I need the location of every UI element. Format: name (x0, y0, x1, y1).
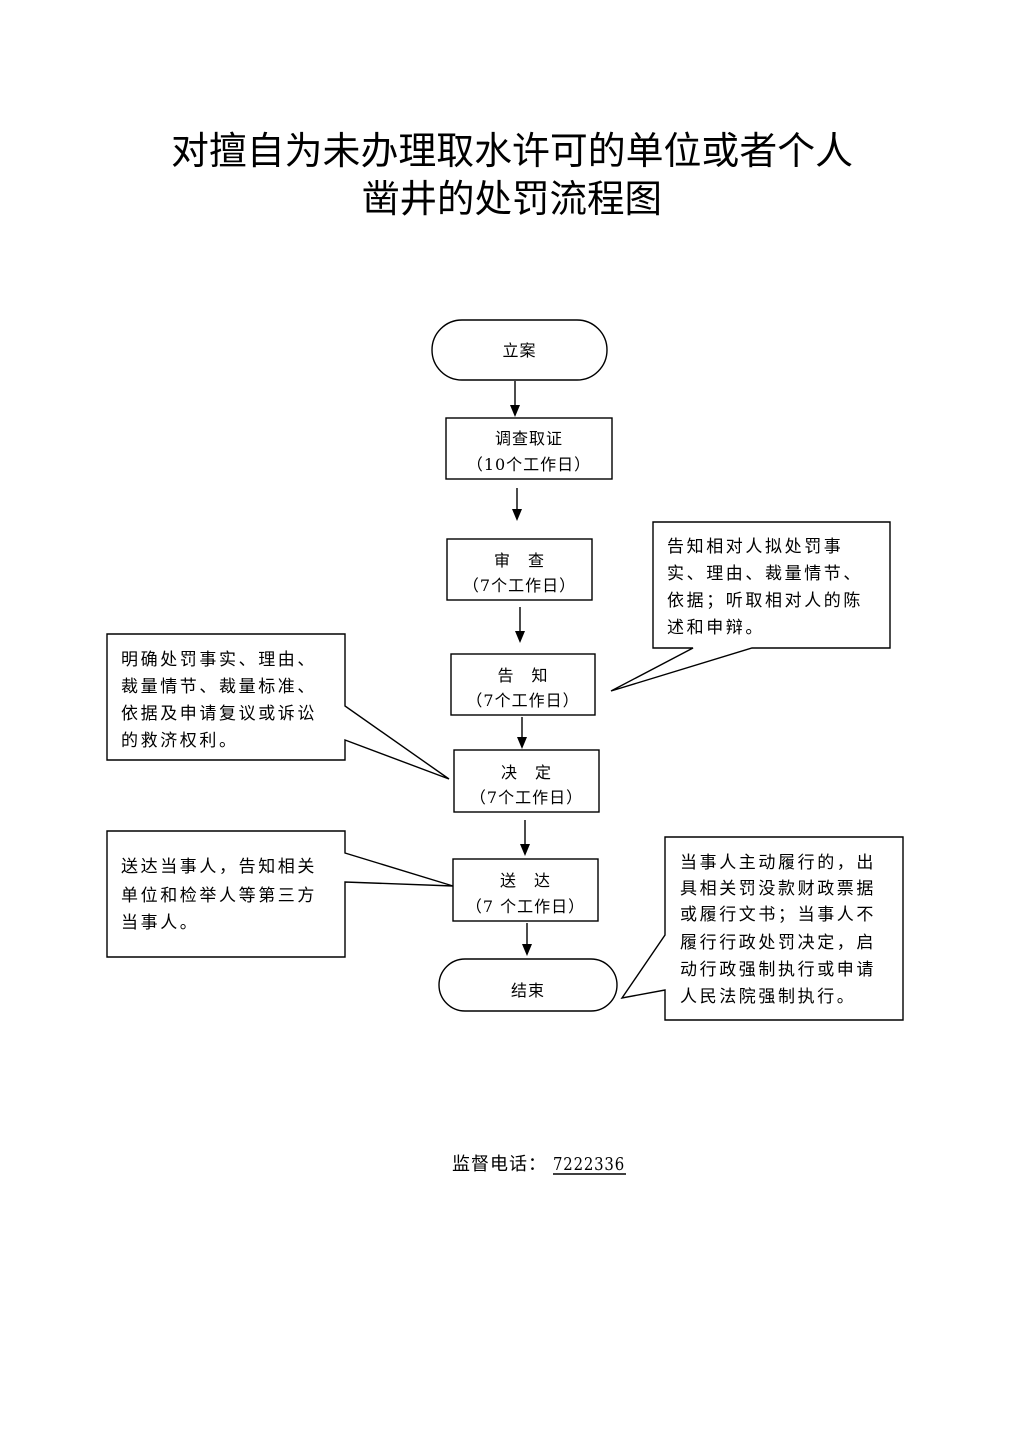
arrowhead (510, 405, 520, 417)
hotline-label: 监督电话： (452, 1154, 547, 1175)
callout-delivery-line: 送达当事人，告知相关 (121, 857, 317, 877)
callout-notify-line: 述和申辩。 (667, 618, 765, 638)
callout-delivery-shape (106, 830, 454, 958)
end-node-label: 结束 (511, 981, 545, 1000)
callout-decision-line: 明确处罚事实、理由、 (121, 650, 317, 670)
callout-end-line: 具相关罚没款财政票据 (680, 879, 876, 899)
step-decision-box (453, 749, 600, 813)
arrow-delivery-to-end (522, 923, 532, 956)
step-decision: 决 定 （7个工作日） (453, 749, 600, 813)
start-node-label: 立案 (502, 341, 536, 360)
arrow-notify-to-decision (517, 717, 527, 749)
title-line-1: 对擅自为未办理取水许可的单位或者个人 (171, 129, 853, 173)
step-delivery-box (452, 858, 599, 922)
step-review: 审 查 （7个工作日） (446, 538, 593, 601)
arrowhead (512, 509, 522, 521)
callout-notify-step: 告知相对人拟处罚事 实、理由、裁量情节、 依据；听取相对人的陈 述和申辩。 (610, 521, 891, 692)
callout-decision-line: 依据及申请复议或诉讼 (121, 704, 317, 724)
step-review-time: （7个工作日） (463, 576, 576, 595)
callout-decision-step: 明确处罚事实、理由、 裁量情节、裁量标准、 依据及申请复议或诉讼 的救济权利。 (106, 633, 450, 780)
callout-end-step: 当事人主动履行的，出 具相关罚没款财政票据 或履行文书；当事人不 履行行政处罚决… (620, 836, 904, 1021)
callout-delivery-line: 当事人。 (121, 913, 199, 933)
step-investigation-label: 调查取证 (495, 429, 563, 448)
callout-notify-line: 实、理由、裁量情节、 (667, 564, 863, 584)
callout-decision-shape (106, 633, 450, 780)
step-notify-label: 告 知 (497, 666, 548, 685)
end-node-shape (438, 958, 618, 1012)
supervision-hotline: 监督电话： 7222336 (452, 1154, 626, 1175)
callout-decision-line: 裁量情节、裁量标准、 (121, 677, 317, 697)
step-delivery: 送 达 （7 个工作日） (452, 858, 599, 922)
callout-delivery-line: 单位和检举人等第三方 (121, 886, 317, 906)
step-decision-label: 决 定 (501, 763, 552, 782)
step-review-label: 审 查 (494, 551, 545, 570)
callout-end-shape (620, 836, 904, 1021)
step-investigation: 调查取证 （10个工作日） (445, 417, 613, 480)
step-notify: 告 知 （7个工作日） (450, 653, 596, 716)
callout-notify-line: 告知相对人拟处罚事 (667, 537, 843, 557)
callout-end-line: 当事人主动履行的，出 (680, 853, 876, 873)
arrow-investigation-to-review (512, 488, 522, 521)
callout-end-line: 或履行文书；当事人不 (680, 905, 876, 925)
arrowhead (515, 631, 525, 643)
start-node-shape (431, 319, 608, 381)
arrowhead (520, 844, 530, 856)
step-investigation-time: （10个工作日） (467, 455, 591, 474)
step-notify-time: （7个工作日） (466, 691, 579, 710)
arrow-review-to-notify (515, 607, 525, 643)
document-title: 对擅自为未办理取水许可的单位或者个人 凿井的处罚流程图 (171, 129, 853, 221)
arrow-start-to-investigation (510, 381, 520, 417)
callout-end-line: 履行行政处罚决定，启 (680, 933, 876, 953)
arrowhead (517, 737, 527, 749)
callout-notify-line: 依据；听取相对人的陈 (667, 591, 863, 611)
start-node: 立案 (431, 319, 608, 381)
callout-delivery-step: 送达当事人，告知相关 单位和检举人等第三方 当事人。 (106, 830, 454, 958)
callout-notify-shape (610, 521, 891, 692)
callout-end-line: 动行政强制执行或申请 (680, 960, 876, 980)
title-line-2: 凿井的处罚流程图 (362, 177, 662, 221)
step-delivery-label: 送 达 (500, 871, 551, 890)
step-investigation-box (445, 417, 613, 480)
step-delivery-time: （7 个工作日） (466, 897, 585, 916)
arrowhead (522, 944, 532, 956)
step-decision-time: （7个工作日） (470, 788, 583, 807)
callout-end-line: 人民法院强制执行。 (680, 987, 856, 1007)
hotline-number: 7222336 (553, 1154, 625, 1175)
step-review-box (446, 538, 593, 601)
arrow-decision-to-delivery (520, 820, 530, 856)
step-notify-box (450, 653, 596, 716)
callout-decision-line: 的救济权利。 (121, 731, 239, 751)
end-node: 结束 (438, 958, 618, 1012)
